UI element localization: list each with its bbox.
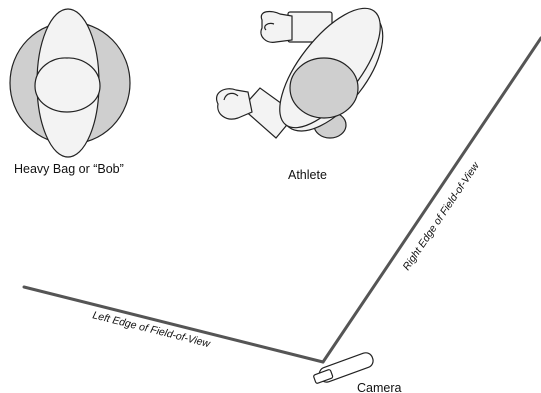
right-edge-label: Right Edge of Field-of-View [401,159,483,273]
athlete-label: Athlete [288,168,327,182]
heavy-bag-center-lobe [35,58,100,112]
athlete-drawing [217,0,402,148]
athlete-head [290,58,358,118]
heavy-bag-label: Heavy Bag or “Bob” [14,162,124,176]
camera-icon [313,351,375,384]
camera-label: Camera [357,381,402,393]
left-edge-line [24,287,323,362]
heavy-bag-drawing [10,9,130,157]
